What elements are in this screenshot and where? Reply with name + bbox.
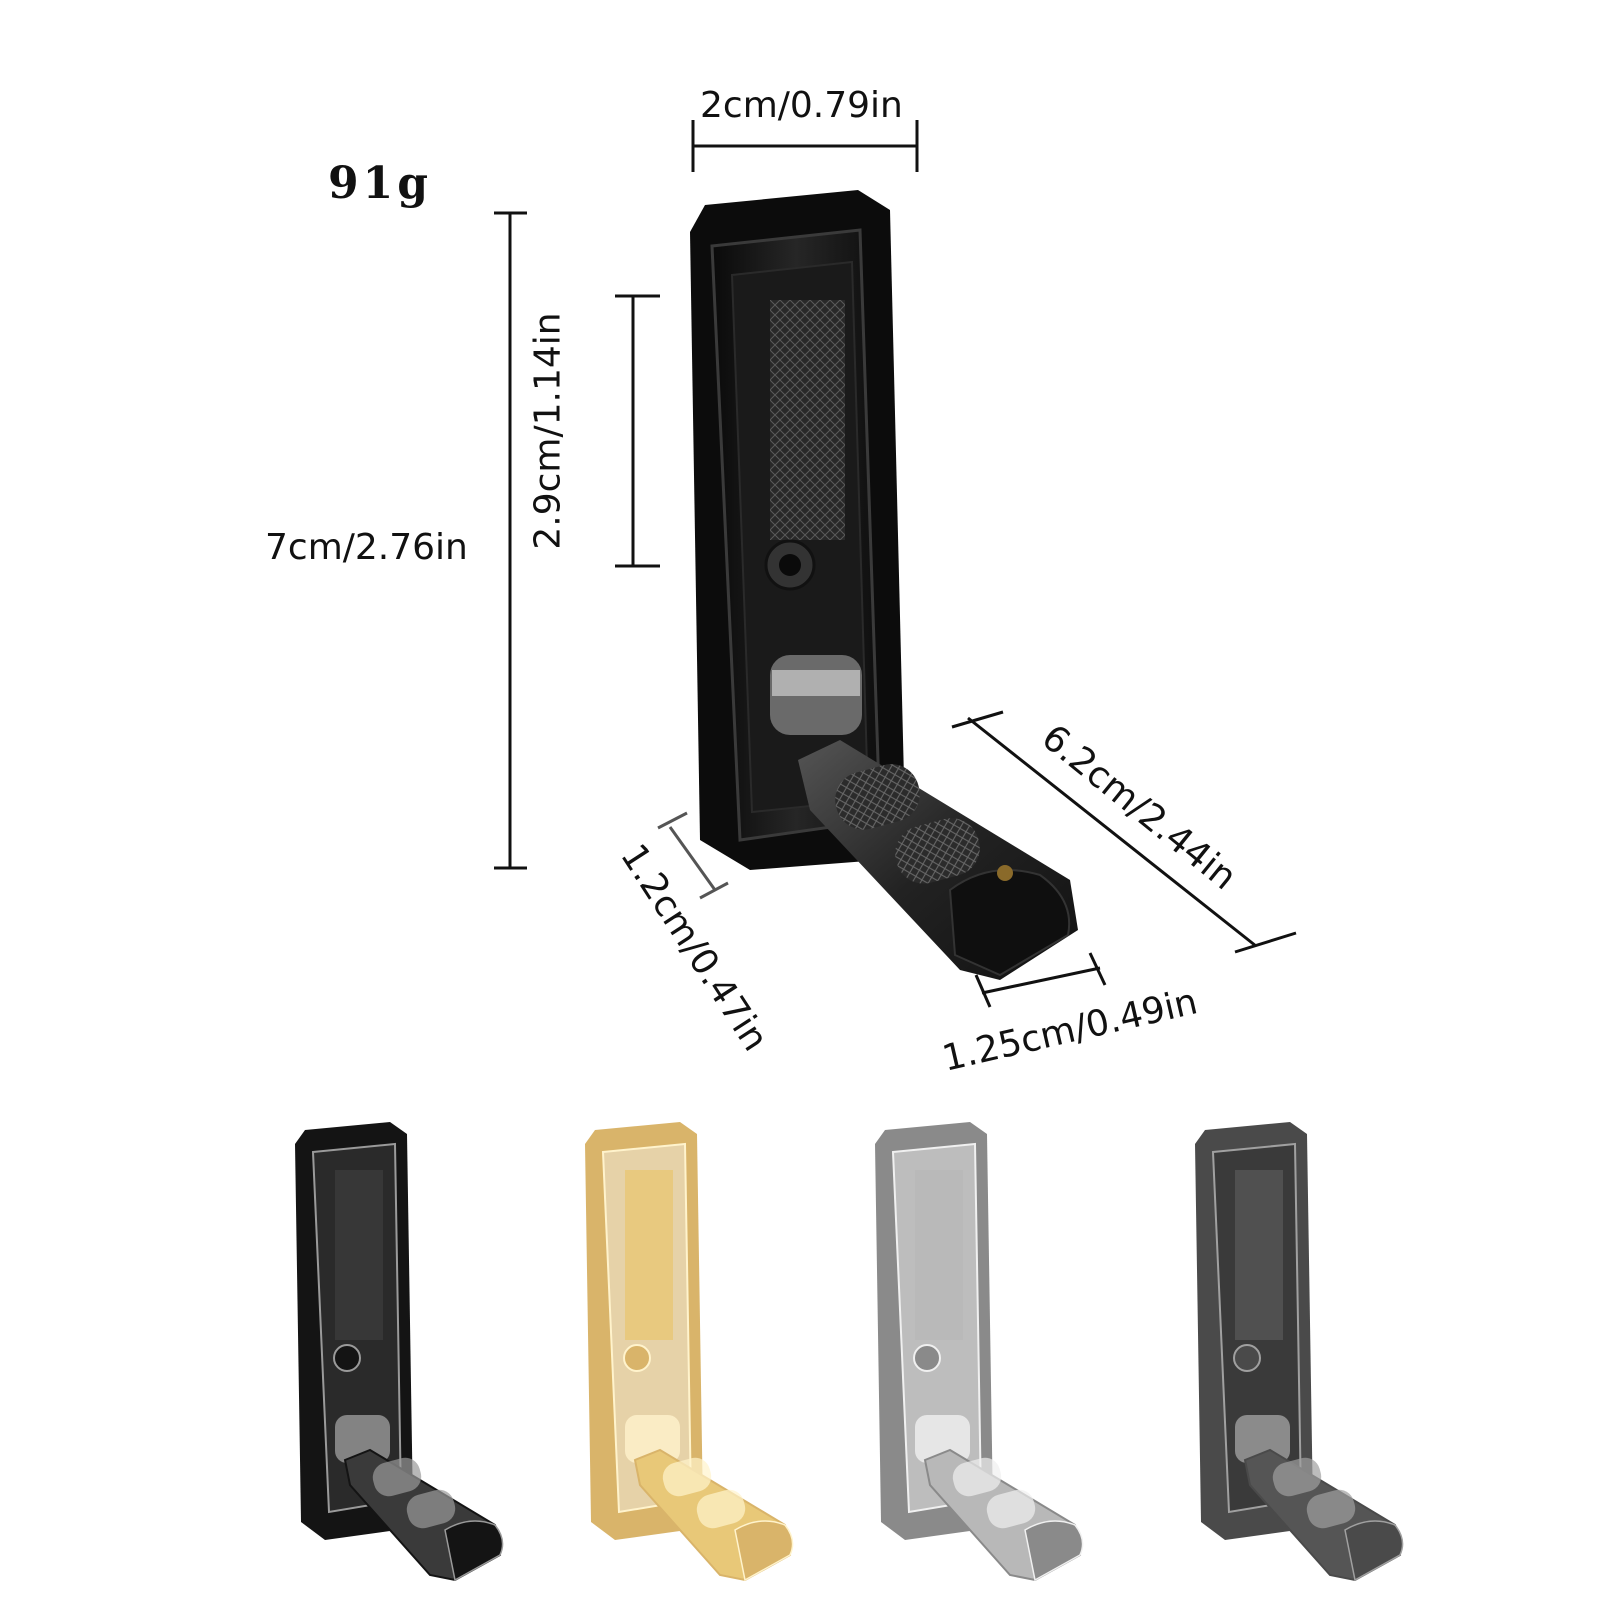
variant-hook-gunmetal — [1195, 1122, 1404, 1582]
variant-hook-silver — [875, 1122, 1084, 1582]
height-dimension-label: 7cm/2.76in — [265, 527, 468, 568]
variant-hook-black — [295, 1122, 504, 1582]
variant-hook-gold — [585, 1122, 794, 1582]
weight-label: 91g — [328, 158, 432, 209]
width-dimension-label: 2cm/0.79in — [700, 85, 903, 126]
main-hook — [690, 190, 1078, 980]
dimension-lines — [494, 120, 1297, 1008]
